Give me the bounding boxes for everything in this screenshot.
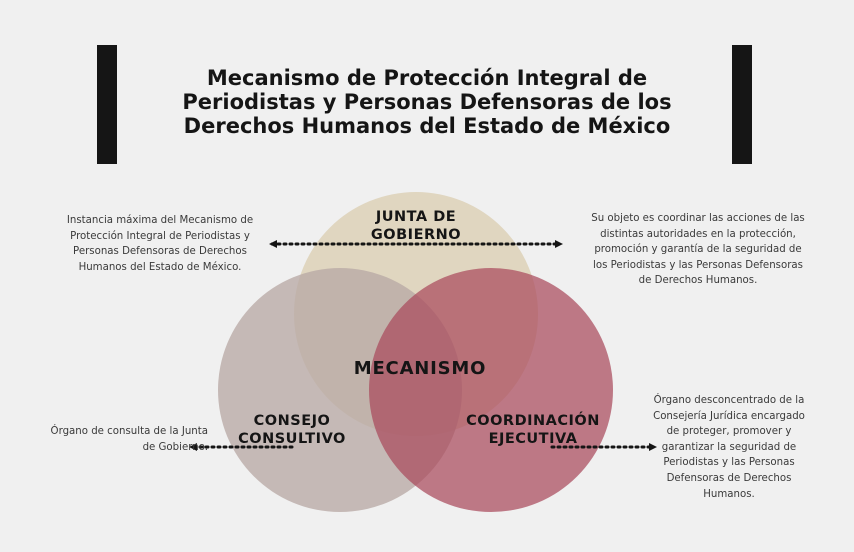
label-junta-line-2: GOBIERNO xyxy=(370,227,462,243)
description-objetivo: Su objeto es coordinar las acciones de l… xyxy=(591,213,805,287)
description-coordinacion-ejecutiva: Órgano desconcentrado de la Consejería J… xyxy=(653,395,805,500)
decorative-bar-left xyxy=(97,45,117,164)
label-consejo-line-2: CONSULTIVO xyxy=(238,431,346,447)
page-title: Mecanismo de Protección Integral de Peri… xyxy=(150,66,704,138)
description-junta-de-gobierno: Instancia máxima del Mecanismo de Protec… xyxy=(66,215,254,273)
decorative-bar-right xyxy=(732,45,752,164)
label-junta-line-1: JUNTA DE xyxy=(375,209,457,225)
label-consejo-line-1: CONSEJO xyxy=(253,413,331,429)
circle-coordinacion-ejecutiva xyxy=(369,268,613,512)
label-coordinacion-ejecutiva: COORDINACIÓN EJECUTIVA xyxy=(452,412,614,448)
title-line-1: Mecanismo de Protección Integral de xyxy=(206,66,648,90)
label-consejo-consultivo: CONSEJO CONSULTIVO xyxy=(226,412,358,448)
label-mecanismo: MECANISMO xyxy=(353,358,487,379)
label-coord-line-2: EJECUTIVA xyxy=(488,431,578,447)
description-consejo-consultivo: Órgano de consulta de la Junta de Gobier… xyxy=(50,426,208,453)
label-coord-line-1: COORDINACIÓN xyxy=(466,413,600,429)
title-line-3: Derechos Humanos del Estado de México xyxy=(183,114,671,138)
label-junta-de-gobierno: JUNTA DE GOBIERNO xyxy=(352,208,480,244)
title-line-2: Periodistas y Personas Defensoras de los xyxy=(182,90,672,114)
